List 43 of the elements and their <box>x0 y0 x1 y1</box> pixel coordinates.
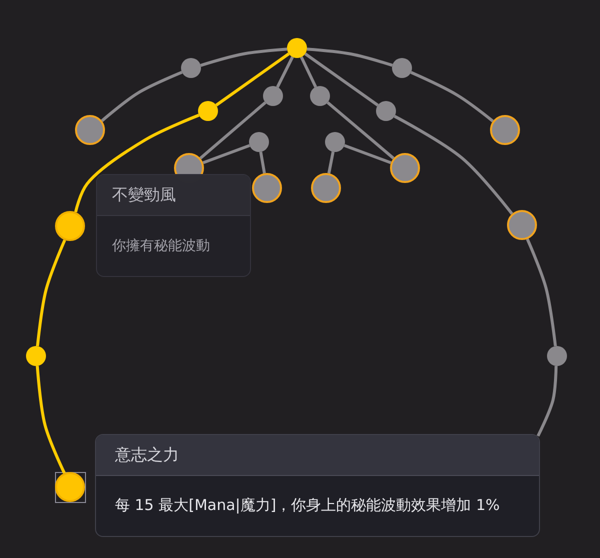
connector-line <box>327 152 335 174</box>
passive-node <box>181 58 201 78</box>
tooltip-title: 不變勁風 <box>112 185 176 205</box>
allocated-node <box>198 101 218 121</box>
skill-node <box>507 210 537 240</box>
connector-line <box>394 114 514 215</box>
tooltip-description: 你擁有秘能波動 <box>112 236 210 256</box>
connector-line <box>304 52 379 106</box>
skill-node <box>311 173 341 203</box>
connector-line <box>259 152 266 174</box>
connector-line <box>215 52 290 106</box>
connector-line <box>36 366 66 474</box>
connector-line <box>326 101 395 160</box>
tooltip-description: 每 15 最大[Mana|魔力]，你身上的秘能波動效果增加 1% <box>115 496 500 516</box>
connector-line <box>100 70 183 122</box>
passive-node <box>249 132 269 152</box>
tooltip-title: 意志之力 <box>115 445 179 465</box>
connector-line <box>202 144 250 164</box>
skill-node <box>75 115 105 145</box>
allocated-node <box>287 38 307 58</box>
skill-node <box>490 115 520 145</box>
passive-node <box>263 86 283 106</box>
allocated-skill-node <box>55 211 85 241</box>
allocated-node <box>26 346 46 366</box>
tooltip-card <box>96 174 251 277</box>
passive-node <box>310 86 330 106</box>
connector-line <box>300 56 318 88</box>
passive-node <box>392 58 412 78</box>
connector-line <box>306 48 393 67</box>
tooltip-card <box>95 434 540 537</box>
skill-node <box>390 153 420 183</box>
connector-line <box>200 48 288 67</box>
connector-line <box>199 101 266 160</box>
connector-line <box>276 56 294 88</box>
connector-line <box>526 238 557 346</box>
connector-line <box>74 114 200 212</box>
skill-node <box>252 173 282 203</box>
passive-node <box>325 132 345 152</box>
passive-node <box>376 101 396 121</box>
connector-line <box>344 144 392 164</box>
connector-line <box>410 71 494 122</box>
passive-node <box>547 346 567 366</box>
connector-line <box>536 366 558 437</box>
